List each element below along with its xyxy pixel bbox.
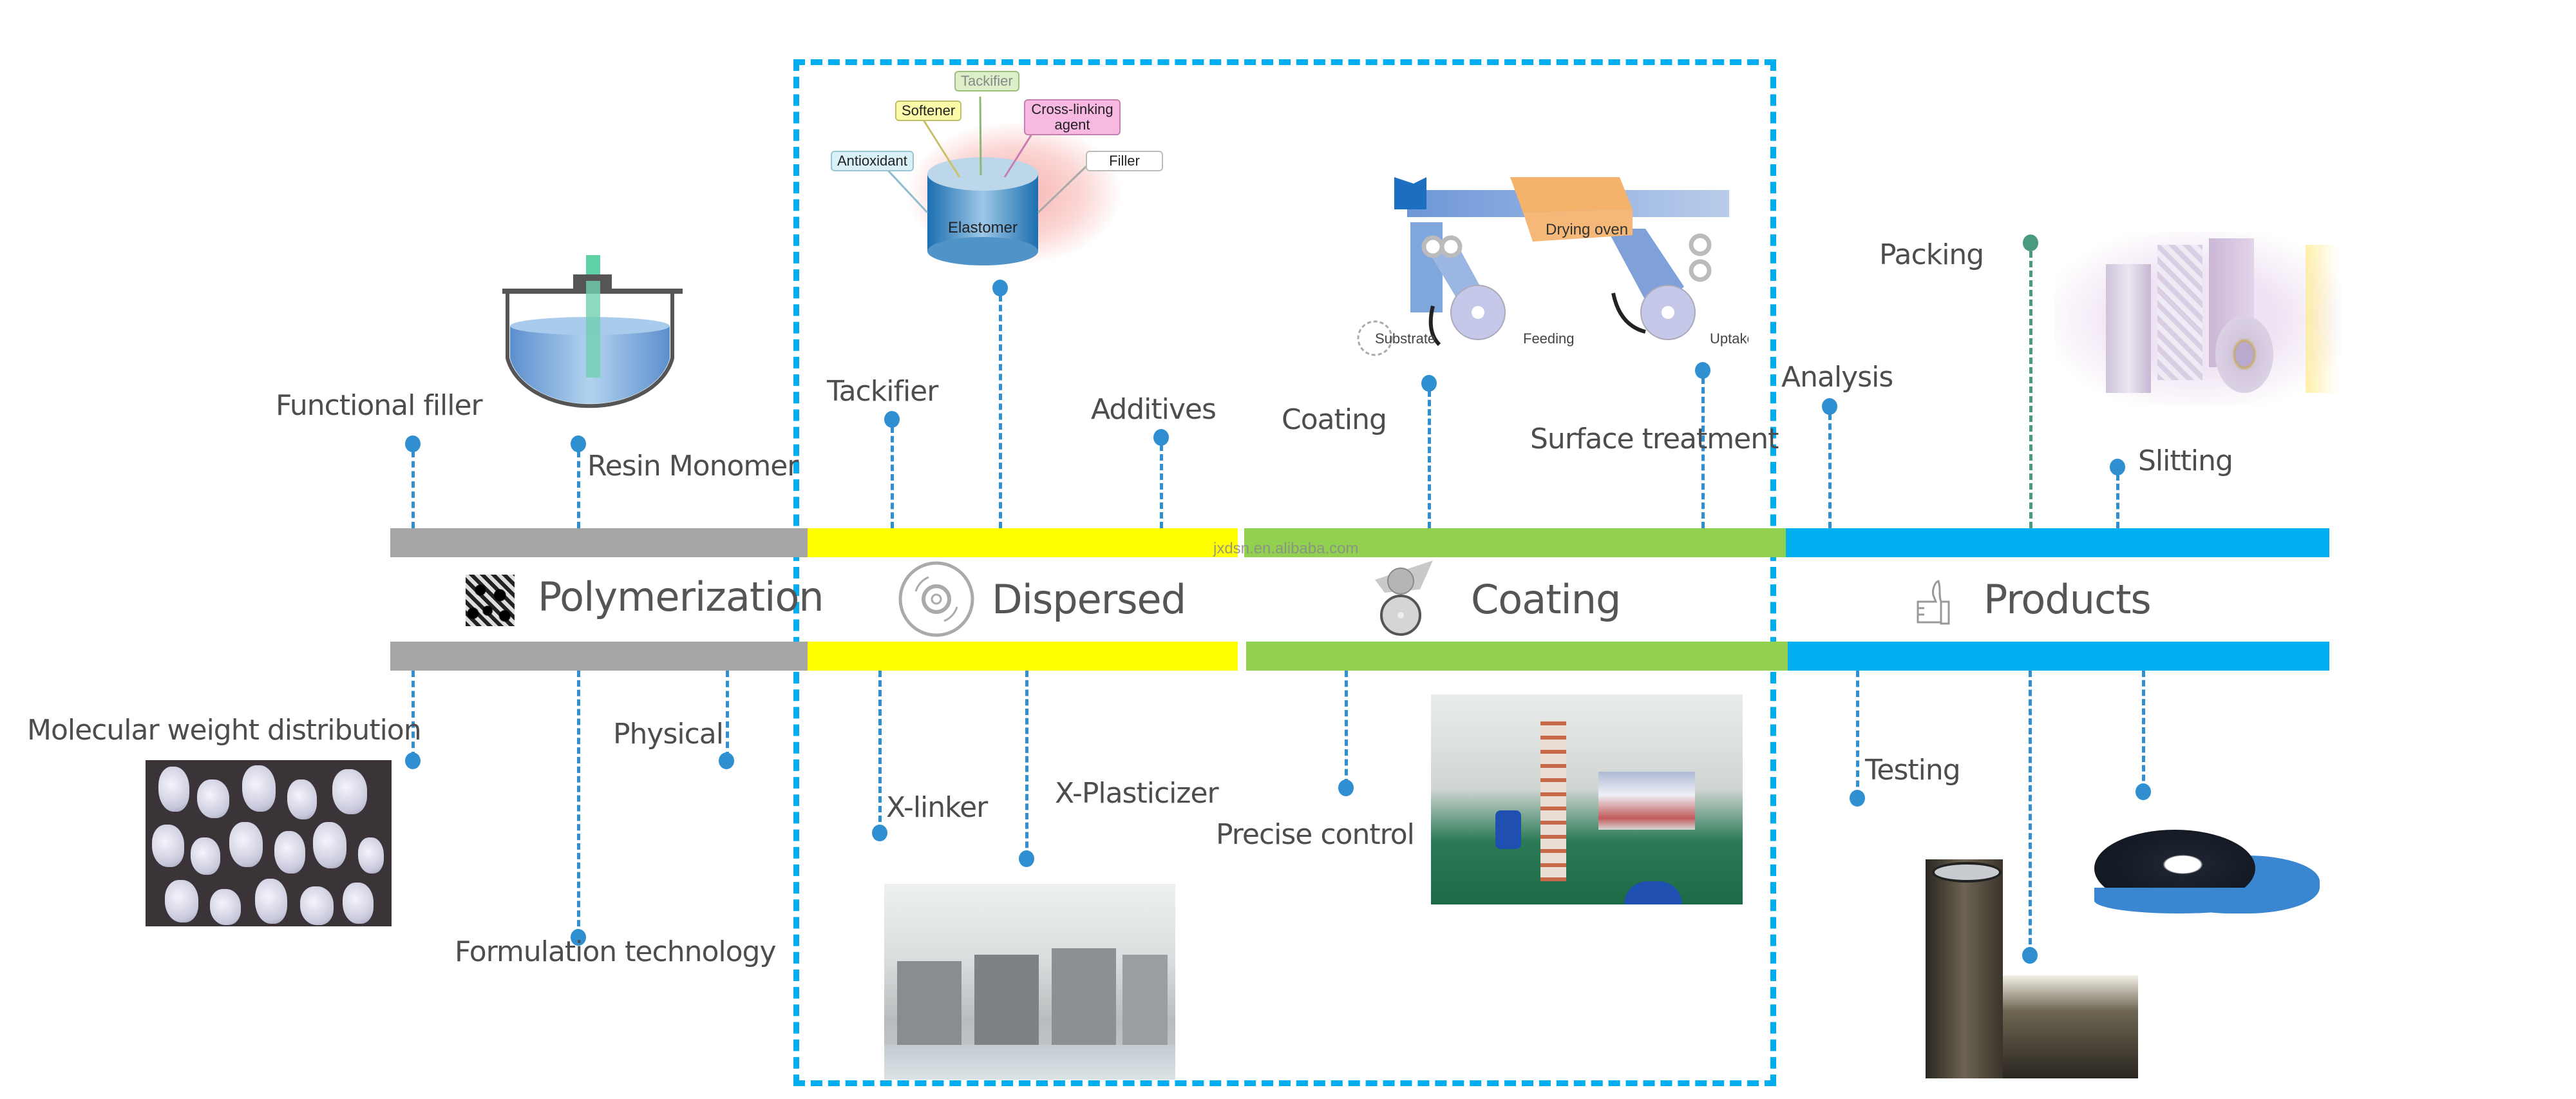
pin-dot-physical [719, 752, 734, 769]
pin-dot-tackifier [884, 411, 900, 428]
pin-line-x-linker [878, 671, 882, 832]
pin-line-testing [1856, 671, 1859, 797]
pin-dot-packing [2023, 234, 2038, 251]
particle-micrograph-image [146, 760, 392, 926]
label-surface-treatment: Surface treatment [1530, 423, 1779, 455]
bar-products-bottom [1788, 642, 2329, 671]
pin-line-physical [726, 671, 729, 758]
pin-line-packing [2029, 251, 2032, 528]
pin-dot-testing [1850, 790, 1865, 807]
bar-coating-bottom [1246, 642, 1788, 671]
label-resin-monomer: Resin Monomer [587, 450, 799, 483]
elastomer-cylinder [881, 96, 1090, 265]
pin-dot-analysis [1822, 398, 1837, 415]
pin-line-elastomer [999, 295, 1002, 528]
bar-coating-top [1244, 528, 1786, 557]
pin-line-product-roll [2029, 671, 2032, 954]
pin-line-foam-tape [2142, 671, 2145, 790]
bar-dispersed-top [808, 528, 1238, 557]
pin-line-resin-monomer [577, 451, 580, 528]
pin-line-analysis [1828, 414, 1832, 528]
elastomer-center-label: Elastomer [947, 219, 1018, 236]
label-functional-filler: Functional filler [276, 389, 483, 422]
pin-dot-elastomer [992, 280, 1008, 296]
tape-rolls-image [2054, 232, 2342, 406]
reactor-vessel-image [502, 255, 683, 408]
watermark: jxdsn.en.alibaba.com [1213, 540, 1359, 557]
label-additives: Additives [1091, 393, 1217, 426]
pin-dot-surface-treatment [1695, 362, 1710, 379]
elastomer-diagram: Elastomer Tackifier Softener Cross-linki… [831, 71, 1191, 277]
label-tackifier: Tackifier [827, 375, 938, 408]
stage-title-dispersed: Dispersed [992, 576, 1186, 623]
pin-dot-functional-filler [405, 435, 421, 452]
pin-line-x-plasticizer [1025, 671, 1028, 857]
label-packing: Packing [1879, 238, 1984, 271]
label-x-linker: X-linker [886, 791, 988, 824]
callout-filler: Filler [1086, 151, 1163, 171]
coater-oven-label: Drying oven [1546, 221, 1629, 238]
label-physical: Physical [613, 718, 724, 750]
label-formulation: Formulation technology [455, 935, 777, 968]
polymer-texture-icon [466, 575, 515, 626]
disc-icon [898, 561, 974, 637]
callout-softener: Softener [895, 100, 962, 121]
film-roll-image [1926, 859, 2145, 1086]
label-testing: Testing [1865, 754, 1961, 787]
pin-dot-product-roll [2022, 947, 2038, 964]
mixing-room-photo [884, 884, 1175, 1080]
thumbs-up-icon [1917, 580, 1950, 625]
pin-line-coating [1428, 390, 1431, 528]
label-analysis: Analysis [1781, 361, 1893, 394]
coater-uptake-label: Uptake [1710, 330, 1748, 347]
bar-polymerization-top [390, 528, 808, 557]
pin-dot-x-linker [872, 825, 887, 841]
coating-roller-icon [1375, 560, 1433, 636]
pin-line-surface-treatment [1701, 377, 1705, 528]
pin-line-precise-control [1345, 671, 1348, 785]
pin-dot-precise-control [1338, 779, 1354, 796]
label-slitting: Slitting [2138, 444, 2233, 477]
label-coating: Coating [1282, 403, 1387, 436]
label-precise-control: Precise control [1216, 818, 1415, 851]
callout-antioxidant: Antioxidant [831, 151, 914, 171]
stage-title-coating: Coating [1471, 576, 1621, 623]
pin-dot-slitting [2110, 459, 2125, 475]
pin-line-molecular-weight [412, 671, 415, 758]
pin-dot-molecular-weight [405, 752, 421, 769]
foam-tape-image [2094, 830, 2339, 946]
bar-polymerization-bottom [390, 642, 808, 671]
pin-dot-coating [1421, 375, 1437, 392]
pin-dot-foam-tape [2136, 783, 2151, 800]
coater-substrate-label: Substrate [1375, 330, 1436, 347]
label-x-plasticizer: X-Plasticizer [1055, 777, 1219, 810]
coater-feeding-label: Feeding [1523, 330, 1575, 347]
callout-tackifier: Tackifier [954, 71, 1019, 91]
pin-line-formulation [577, 671, 580, 936]
pin-dot-resin-monomer [571, 435, 586, 452]
stage-title-polymerization: Polymerization [538, 573, 824, 620]
pin-line-tackifier [891, 426, 894, 528]
pin-line-additives [1160, 444, 1163, 528]
coating-line-photo [1431, 694, 1743, 904]
pin-dot-formulation [571, 929, 586, 946]
label-molecular-weight: Molecular weight distribution [27, 714, 422, 747]
callout-cross-linking: Cross-linking agent [1024, 99, 1121, 135]
bar-dispersed-bottom [808, 642, 1238, 671]
pin-line-functional-filler [412, 451, 415, 528]
highlight-box [793, 59, 1776, 1086]
bar-products-top [1786, 528, 2329, 557]
pin-dot-x-plasticizer [1019, 850, 1034, 867]
coater-diagram: Drying oven Substrate Feeding Uptake [1349, 164, 1755, 370]
pin-line-slitting [2116, 474, 2119, 528]
stage-title-products: Products [1984, 576, 2152, 623]
pin-dot-additives [1153, 429, 1169, 446]
